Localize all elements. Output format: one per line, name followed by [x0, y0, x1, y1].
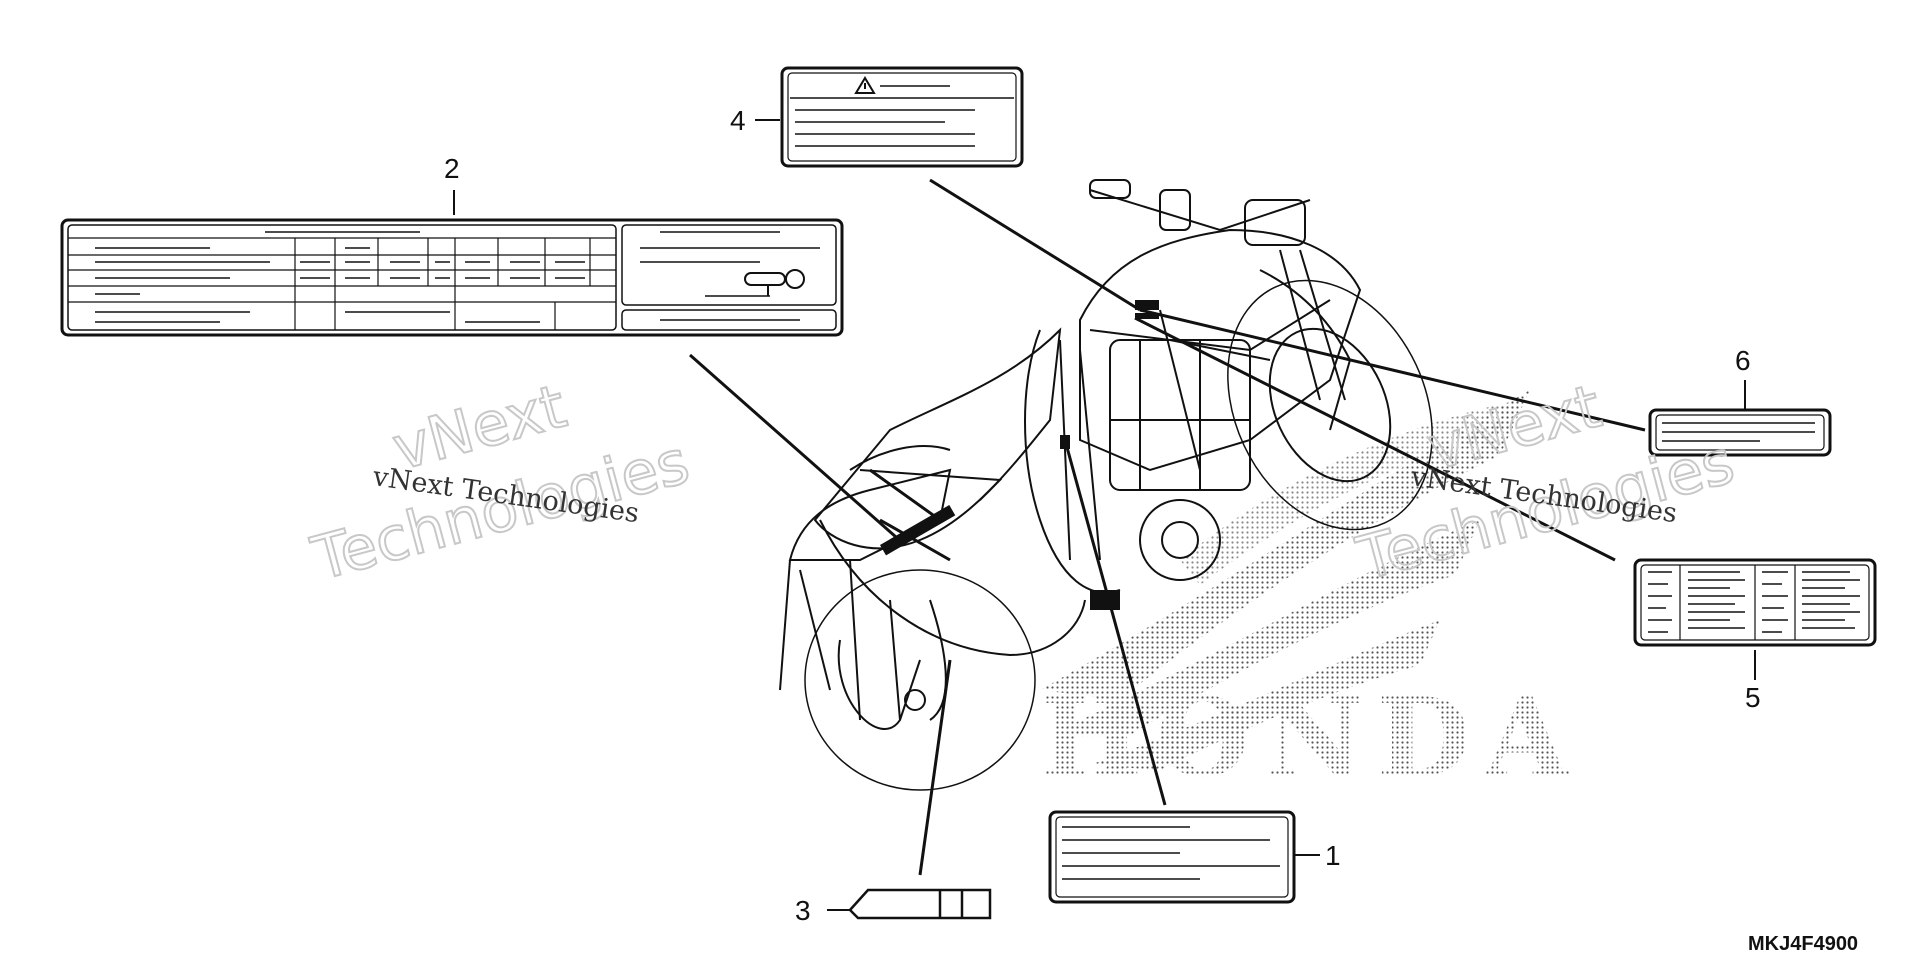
callout-ticks: [453, 119, 1756, 911]
honda-brand-text: HONDA: [1040, 675, 1582, 801]
warning-triangle-icon: [854, 76, 876, 94]
callout-3: 3: [795, 895, 811, 926]
callout-5: 5: [1745, 682, 1761, 713]
label-6[interactable]: [1648, 408, 1832, 457]
watermark-left: vNext Technologies vNext Technologies: [304, 371, 697, 596]
callout-6: 6: [1735, 345, 1751, 376]
label-4[interactable]: [780, 66, 1024, 168]
label-3[interactable]: [848, 888, 992, 920]
callout-1: 1: [1325, 840, 1341, 871]
leader-lines: [689, 178, 1646, 876]
label-2[interactable]: [60, 218, 844, 337]
honda-wing-logo: [1040, 390, 1530, 770]
label-5[interactable]: [1633, 558, 1877, 647]
motorcycle-outline: [779, 179, 1433, 791]
callout-4: 4: [730, 105, 746, 136]
diagram-code: MKJ4F4900: [1748, 933, 1858, 955]
label-1[interactable]: [1048, 810, 1296, 904]
callout-2: 2: [444, 153, 460, 184]
